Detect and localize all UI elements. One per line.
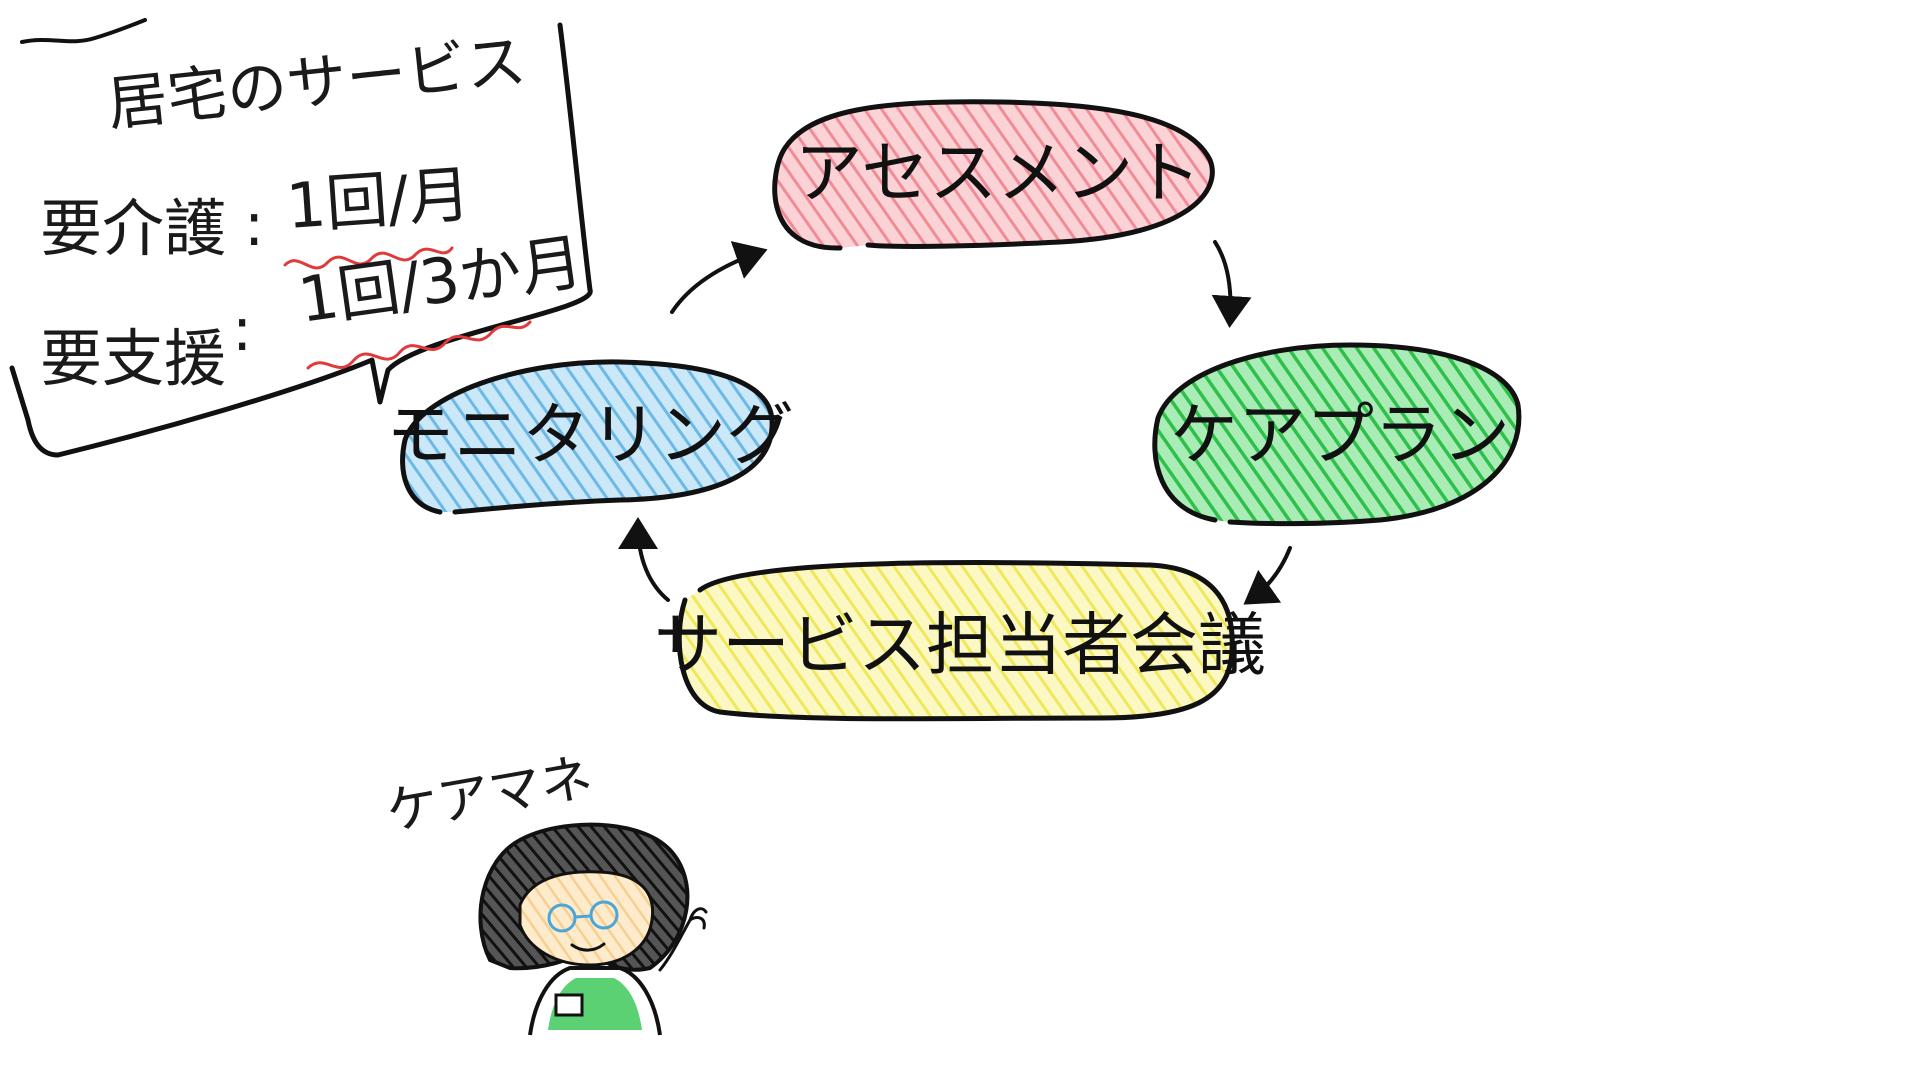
care-manager-doodle-icon: ケアマネ — [382, 748, 708, 1036]
note-row-2-label: 要支援 — [40, 322, 226, 395]
note-row-2-underline — [306, 320, 532, 370]
character-waving-arm — [658, 907, 708, 972]
note-row-2-frequency: 1回/3か月 — [294, 225, 587, 337]
arrow-care-plan-to-meeting — [1243, 546, 1292, 605]
node-care-plan-label: ケアプラン — [1170, 397, 1510, 476]
note-bubble-outline — [9, 22, 593, 458]
character-glasses-icon — [547, 900, 619, 933]
node-monitoring-shape — [400, 359, 775, 515]
arrow-assessment-to-care-plan — [1211, 240, 1252, 328]
node-care-plan: ケアプラン — [1152, 342, 1522, 527]
node-service-meeting-shape — [676, 560, 1235, 722]
note-row-2-separator: : — [232, 295, 252, 365]
node-care-plan-shape — [1152, 342, 1522, 527]
character-smile — [570, 942, 606, 952]
node-service-meeting-label: サービス担当者会議 — [654, 607, 1266, 686]
note-top-scribble — [20, 18, 147, 44]
node-monitoring-label: モニタリング — [386, 397, 794, 476]
cycle-arrows — [618, 240, 1292, 605]
node-assessment: アセスメント — [772, 99, 1215, 251]
node-monitoring: モニタリング — [386, 359, 794, 515]
note-row-1-separator: : — [244, 190, 264, 260]
node-assessment-shape — [772, 99, 1215, 251]
character-name-badge — [554, 993, 584, 1017]
character-shirt — [548, 978, 642, 1030]
arrow-meeting-to-monitoring — [618, 517, 670, 602]
arrow-monitoring-to-assessment — [670, 241, 768, 314]
note-row-1-underline — [283, 246, 454, 270]
note-title: 居宅のサービス — [104, 26, 529, 140]
character-face — [518, 870, 655, 967]
note-row-1-frequency: 1回/月 — [284, 157, 473, 243]
node-assessment-label: アセスメント — [795, 135, 1202, 214]
node-service-meeting: サービス担当者会議 — [654, 560, 1266, 722]
note-row-1-label: 要介護 — [40, 192, 226, 265]
